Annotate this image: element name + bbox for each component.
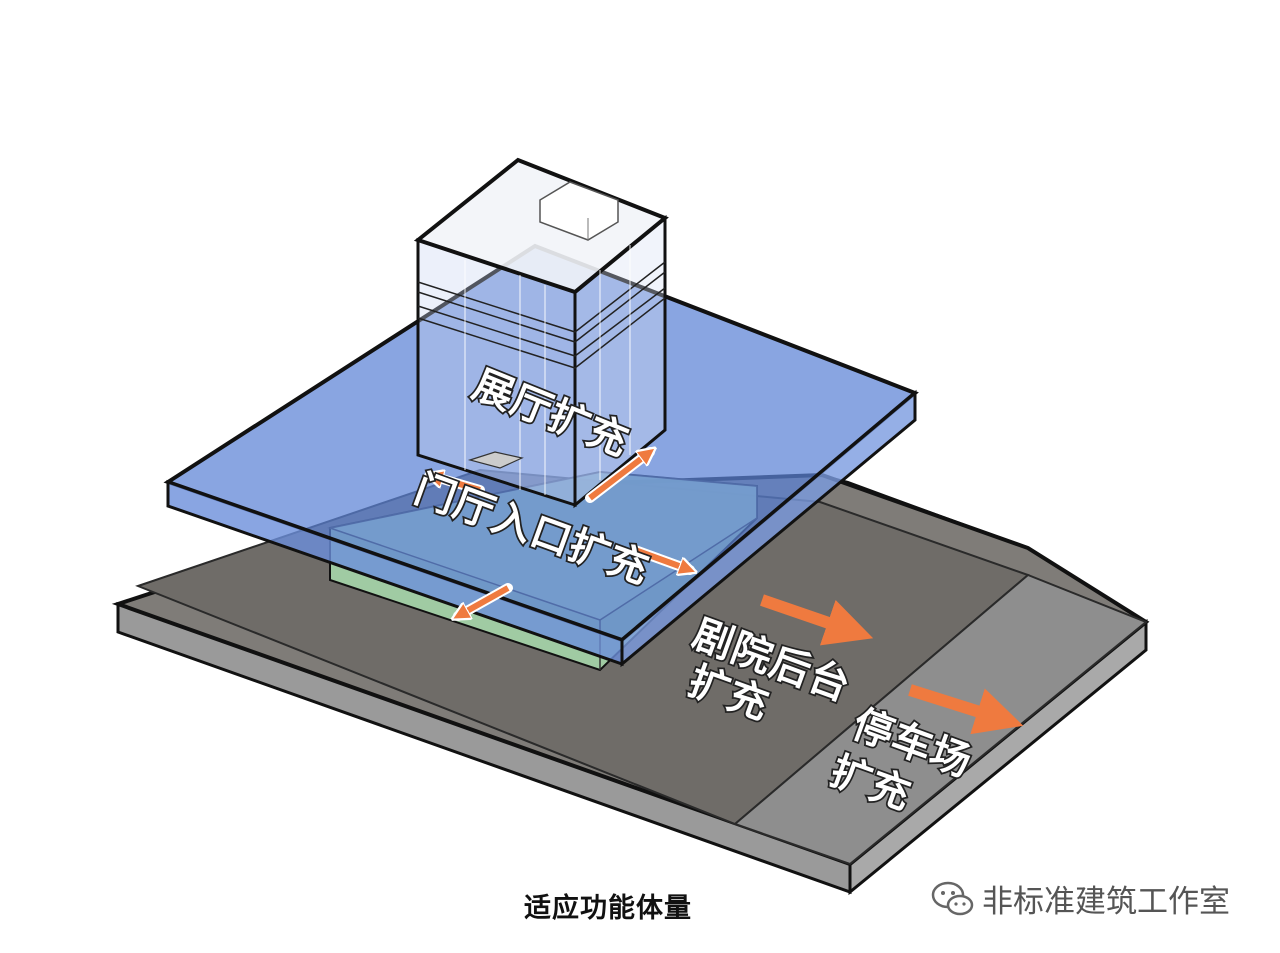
diagram-caption: 适应功能体量 — [524, 893, 692, 924]
tower — [413, 157, 669, 509]
wechat-icon — [931, 881, 974, 915]
arrow-theater — [760, 594, 874, 646]
arrow-lobby-up — [588, 452, 650, 501]
watermark-text: 非标准建筑工作室 — [982, 884, 1230, 920]
parking-zone — [733, 573, 1148, 866]
arrow-lobby-right — [633, 547, 690, 570]
exhibition-volume — [163, 243, 919, 668]
expansion-arrows — [432, 452, 1024, 735]
watermark: 非标准建筑工作室 — [930, 876, 1230, 921]
arrow-lobby-down — [458, 585, 510, 616]
arrow-parking — [908, 684, 1024, 735]
tower-top — [413, 157, 669, 295]
blue-right-face — [620, 389, 917, 668]
